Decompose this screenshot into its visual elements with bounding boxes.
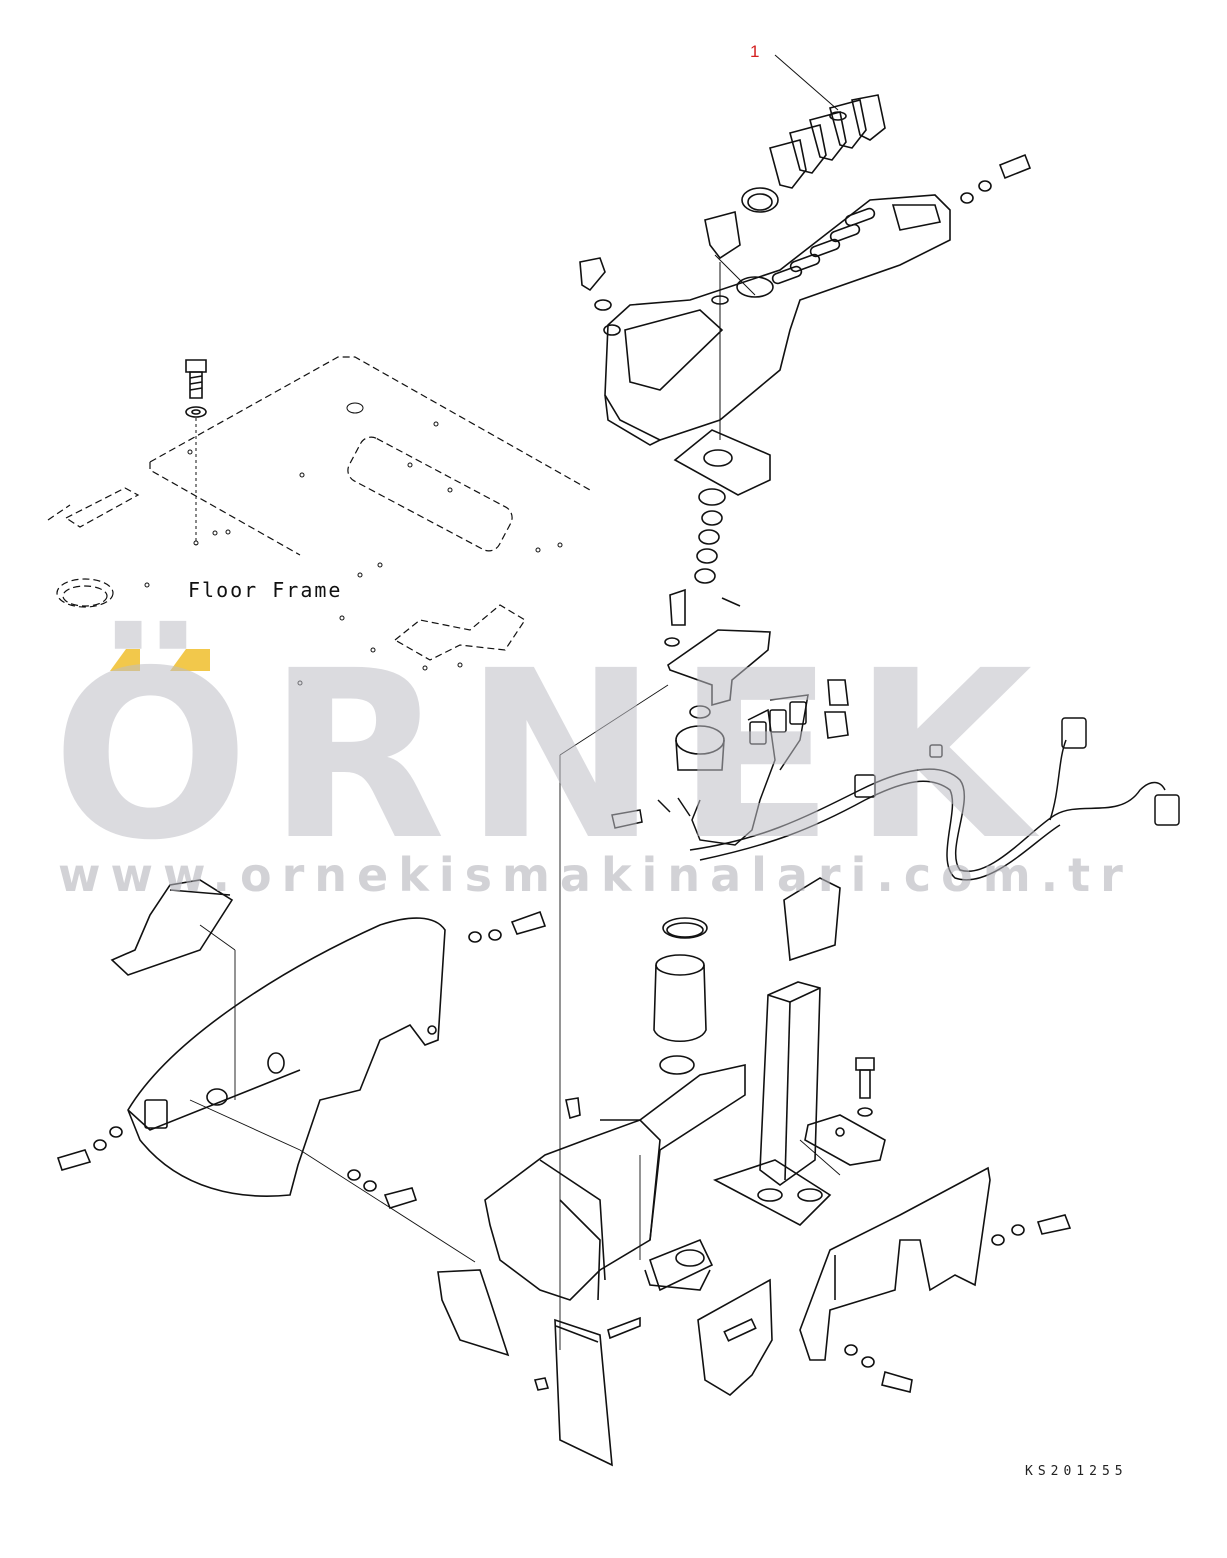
leader-lines <box>189 684 841 1350</box>
lower-right-panel <box>697 1278 773 1396</box>
floor-frame-holes <box>144 402 563 686</box>
gasket-plate <box>673 429 771 496</box>
small-fasteners <box>533 1097 641 1391</box>
control-box-bolts <box>579 153 1032 336</box>
boot-clamp-top <box>662 917 708 939</box>
column-cover <box>783 877 841 962</box>
left-cover-bolts <box>56 910 547 1209</box>
floor-frame-label: Floor Frame <box>188 578 343 602</box>
reference-code: KS201255 <box>1025 1464 1128 1479</box>
right-cover <box>799 1166 991 1361</box>
boot-clamp-bottom <box>659 1055 695 1075</box>
rubber-boot <box>653 954 707 1042</box>
key-switch <box>704 187 779 440</box>
floor-frame <box>47 356 591 661</box>
watermark-umlaut-accent <box>110 649 210 671</box>
wire-harness <box>611 694 1180 881</box>
base-frame <box>484 1064 746 1301</box>
switch-bracket <box>664 588 849 771</box>
side-plate <box>110 879 234 976</box>
part-callout-1: 1 <box>750 42 760 61</box>
bracket-plate <box>804 1057 886 1166</box>
switch-module-set <box>769 54 886 189</box>
left-cover <box>127 917 446 1197</box>
control-column <box>712 981 832 1226</box>
accent-mark-right <box>170 649 210 671</box>
o-rings <box>694 488 726 584</box>
lower-center-panel <box>554 1318 613 1467</box>
control-box <box>604 194 951 446</box>
floor-bolt <box>185 359 207 545</box>
right-cover-bolts <box>844 1214 1072 1393</box>
accent-mark-left <box>110 649 140 671</box>
lower-left-panel <box>437 1269 510 1357</box>
